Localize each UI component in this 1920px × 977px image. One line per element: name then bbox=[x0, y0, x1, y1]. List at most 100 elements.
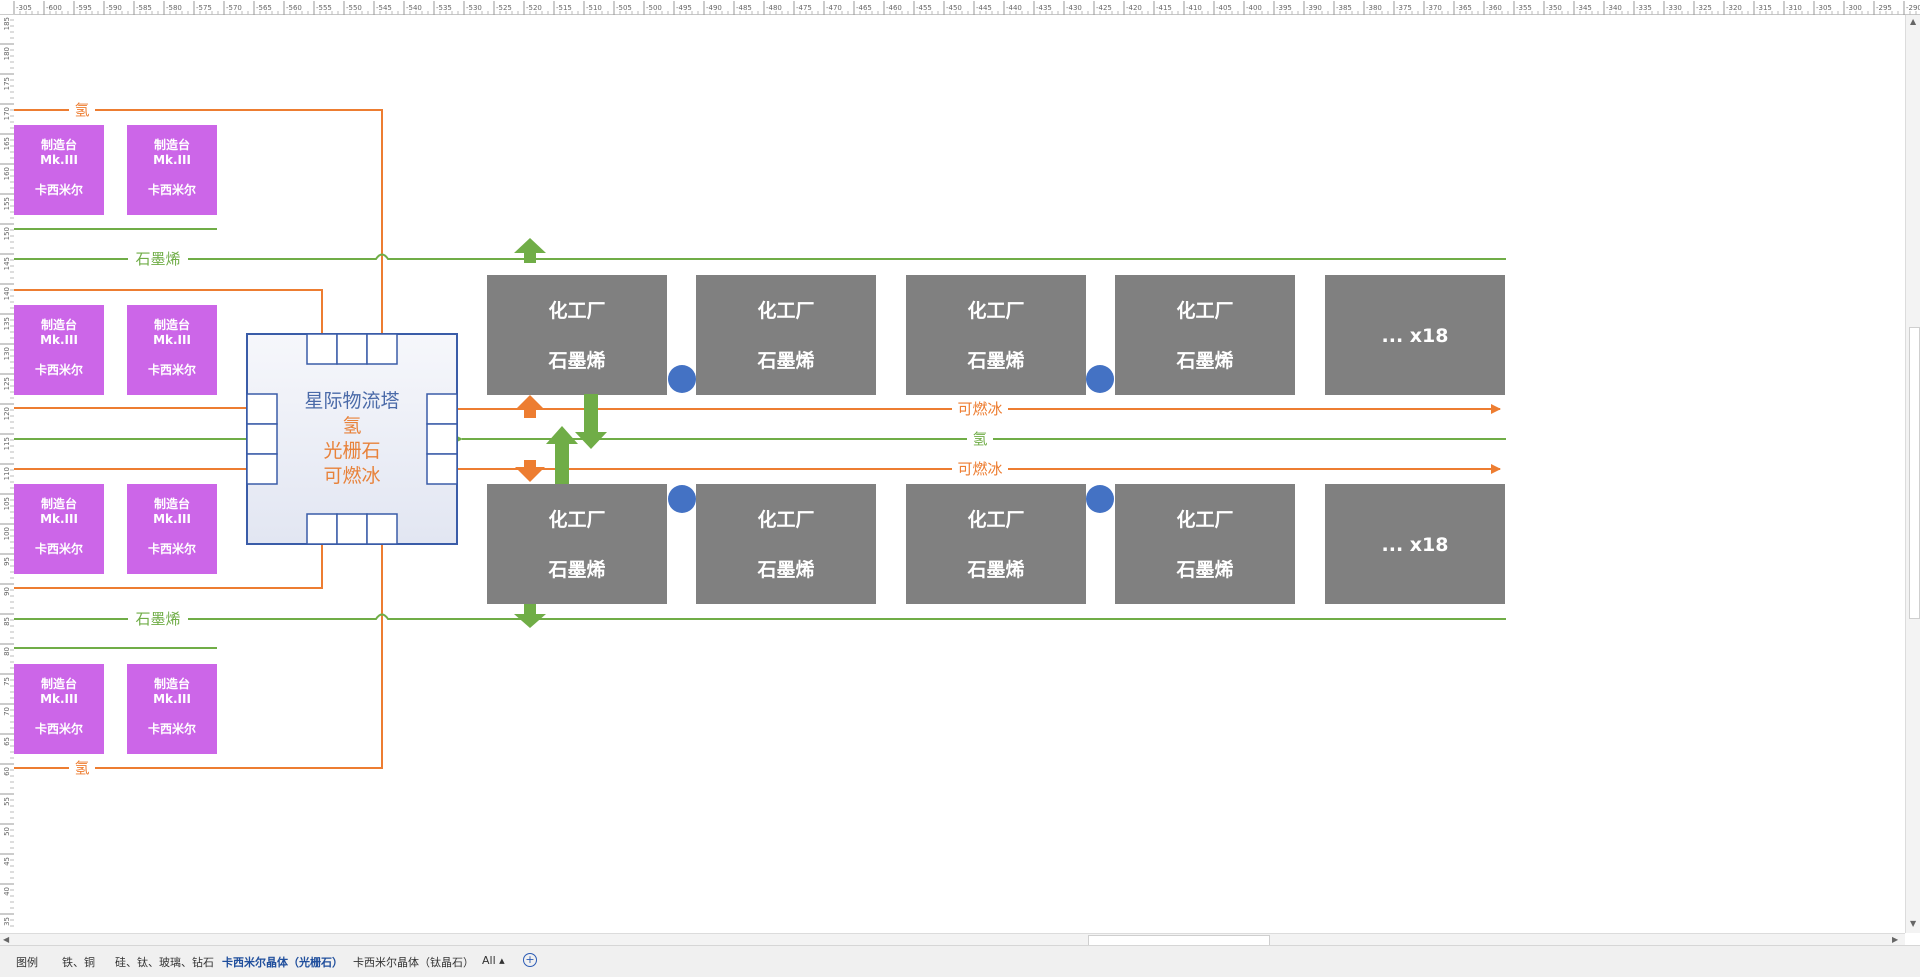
assembler-tier: Mk.III bbox=[153, 692, 191, 706]
hydrogen-line-bottom bbox=[14, 544, 383, 769]
ruler-label: -585 bbox=[136, 4, 152, 12]
ruler-label: -350 bbox=[1546, 4, 1562, 12]
tab-casimir-crystal-titanium[interactable]: 卡西米尔晶体（钛晶石） bbox=[353, 956, 474, 969]
arrow-down-green bbox=[575, 394, 607, 449]
label-fire-ice-lower: 可燃冰 bbox=[957, 460, 1002, 478]
station-item-optical-grating-crystal: 光栅石 bbox=[323, 440, 380, 462]
assembler-box[interactable] bbox=[14, 305, 104, 395]
ruler-label: 160 bbox=[3, 167, 11, 180]
ruler-label: -565 bbox=[256, 4, 272, 12]
arrow-up-green bbox=[546, 426, 578, 484]
vertical-scrollbar[interactable]: ▲ ▼ bbox=[1905, 15, 1920, 933]
chemical-plant-multiplier[interactable]: ... x18 bbox=[1325, 484, 1505, 604]
assembler-box[interactable] bbox=[14, 484, 104, 574]
ruler-label: 55 bbox=[3, 797, 11, 806]
scroll-right-arrow[interactable]: ▶ bbox=[1892, 935, 1899, 944]
chemical-plant-title: 化工厂 bbox=[757, 299, 814, 322]
chemical-plant-box[interactable] bbox=[906, 484, 1086, 604]
chemical-plant-box[interactable] bbox=[487, 275, 667, 395]
ruler-label: -365 bbox=[1456, 4, 1472, 12]
ruler-label: -380 bbox=[1366, 4, 1382, 12]
ruler-label: -390 bbox=[1306, 4, 1322, 12]
ruler-label: 170 bbox=[3, 107, 11, 120]
sorter bbox=[1086, 365, 1114, 393]
ruler-label: -305 bbox=[16, 4, 32, 12]
assembler-box[interactable] bbox=[14, 125, 104, 215]
ruler-label: 40 bbox=[3, 887, 11, 896]
station-body[interactable] bbox=[246, 333, 458, 545]
assembler-recipe: 卡西米尔 bbox=[35, 721, 83, 736]
assembler-box[interactable] bbox=[127, 125, 217, 215]
ruler-label: -500 bbox=[646, 4, 662, 12]
ruler-label: -600 bbox=[46, 4, 62, 12]
ruler-label: 65 bbox=[3, 737, 11, 746]
station-item-fire-ice: 可燃冰 bbox=[323, 465, 380, 487]
tab-iron-copper[interactable]: 铁、铜 bbox=[62, 956, 95, 969]
assembler-box[interactable] bbox=[14, 664, 104, 754]
ruler-label: 115 bbox=[3, 437, 11, 450]
vertical-scroll-thumb[interactable] bbox=[1909, 327, 1920, 619]
ruler-label: -545 bbox=[376, 4, 392, 12]
chemical-plant-product: 石墨烯 bbox=[1175, 349, 1233, 372]
ruler-label: -300 bbox=[1846, 4, 1862, 12]
chemical-plant-box[interactable] bbox=[487, 484, 667, 604]
chemical-plant-box[interactable] bbox=[906, 275, 1086, 395]
tab-silicon-titanium-glass-diamond[interactable]: 硅、钛、玻璃、钻石 bbox=[115, 956, 214, 969]
ruler-label: 150 bbox=[3, 227, 11, 240]
chemical-plant-box[interactable] bbox=[696, 275, 876, 395]
chemical-plant-box[interactable] bbox=[696, 484, 876, 604]
ruler-label: -575 bbox=[196, 4, 212, 12]
tab-legend[interactable]: 图例 bbox=[16, 956, 38, 969]
chemical-plant-box[interactable] bbox=[1325, 484, 1505, 604]
horizontal-ruler: -305-600-595-590-585-580-575-570-565-560… bbox=[0, 0, 1920, 15]
graphene-line-bottom bbox=[14, 613, 1506, 620]
fire-ice-feed-bottom bbox=[14, 544, 323, 589]
chemical-plant-title: 化工厂 bbox=[1176, 508, 1233, 531]
scroll-down-arrow[interactable]: ▼ bbox=[1910, 919, 1917, 928]
assembler-box[interactable] bbox=[127, 484, 217, 574]
assembler-box[interactable] bbox=[127, 305, 217, 395]
chemical-plant-box[interactable] bbox=[1115, 484, 1295, 604]
logistics-station[interactable]: 星际物流塔 氢 光栅石 可燃冰 bbox=[246, 333, 458, 545]
production-diagram: 氢 石墨烯 可燃冰 氢 可燃冰 石墨烯 氢 制造台Mk.III卡西米尔制造台Mk… bbox=[14, 100, 1506, 777]
graphene-line-top bbox=[14, 253, 1506, 260]
tab-all-menu[interactable]: All ▴ bbox=[482, 954, 505, 967]
chemical-plant-multiplier[interactable]: ... x18 bbox=[1325, 275, 1505, 395]
chemical-plant-box[interactable] bbox=[1115, 275, 1295, 395]
chemical-plant-product: 石墨烯 bbox=[1175, 558, 1233, 581]
scroll-up-arrow[interactable]: ▲ bbox=[1910, 17, 1917, 26]
add-page-icon[interactable]: + bbox=[523, 953, 537, 967]
assembler-title: 制造台 bbox=[154, 317, 190, 332]
ruler-label: -470 bbox=[826, 4, 842, 12]
assembler-tier: Mk.III bbox=[153, 512, 191, 526]
scroll-left-arrow[interactable]: ◀ bbox=[3, 935, 10, 944]
horizontal-ruler-ticks: -305-600-595-590-585-580-575-570-565-560… bbox=[13, 1, 1920, 15]
ruler-label: -510 bbox=[586, 4, 602, 12]
chemical-plant-product: 石墨烯 bbox=[547, 558, 605, 581]
ruler-label: -345 bbox=[1576, 4, 1592, 12]
chemical-plant-box[interactable] bbox=[1325, 275, 1505, 395]
assembler-tier: Mk.III bbox=[153, 153, 191, 167]
ruler-label: -435 bbox=[1036, 4, 1052, 12]
assembler-title: 制造台 bbox=[41, 676, 77, 691]
assembler-tier: Mk.III bbox=[40, 692, 78, 706]
tab-casimir-crystal-grating[interactable]: 卡西米尔晶体（光栅石） bbox=[222, 956, 343, 969]
assembler-box[interactable] bbox=[127, 664, 217, 754]
